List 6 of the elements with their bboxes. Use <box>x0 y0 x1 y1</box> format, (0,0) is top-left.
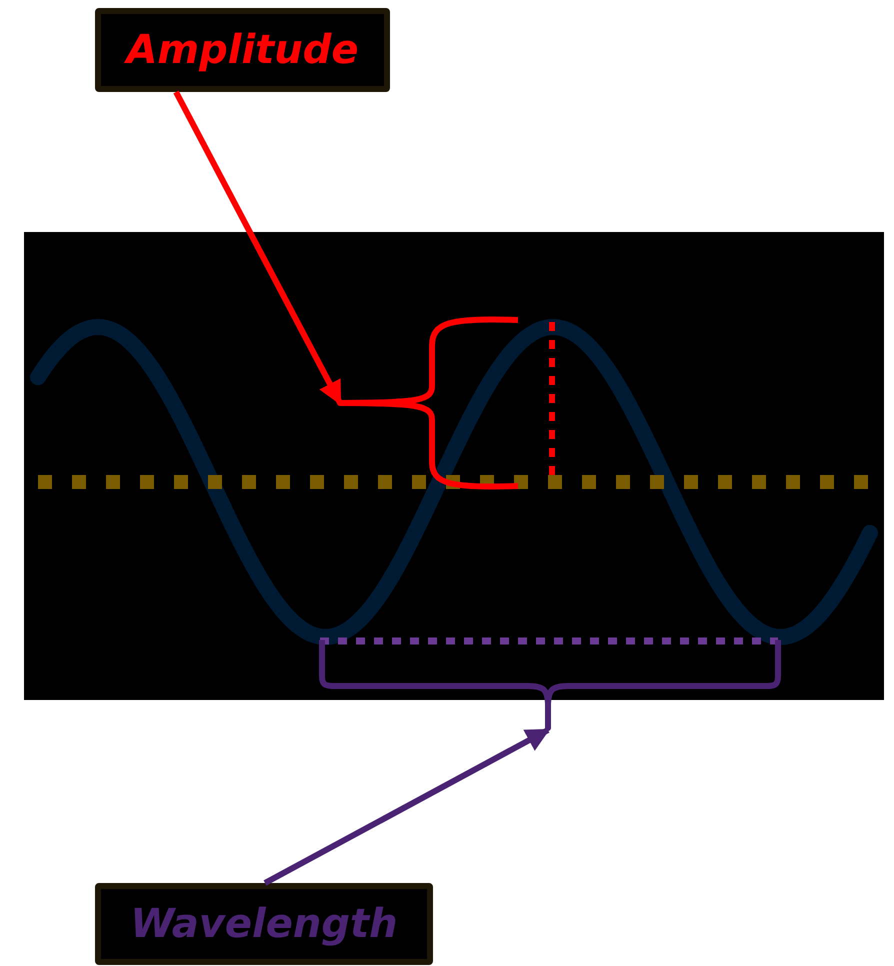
label-box <box>95 883 433 965</box>
label-text: Wavelength <box>130 901 398 947</box>
label-box <box>95 8 390 92</box>
leader-arrow <box>264 727 550 886</box>
leader-arrow <box>173 90 343 406</box>
label-text: Amplitude <box>126 27 359 73</box>
